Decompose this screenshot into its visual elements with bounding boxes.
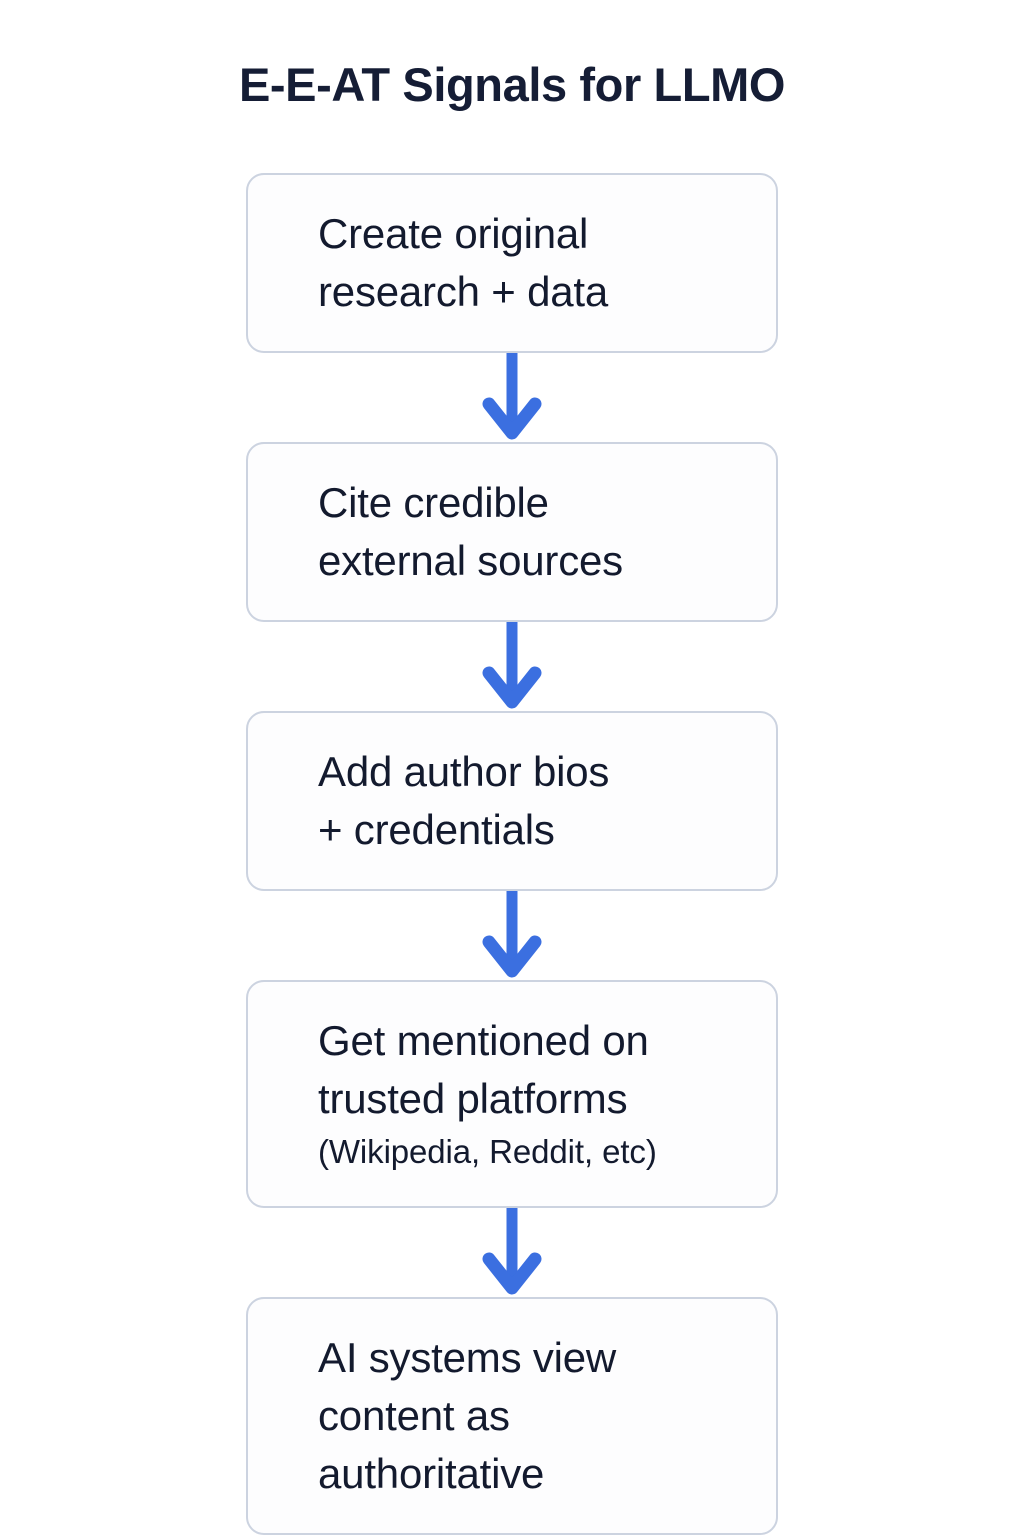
page-title: E-E-AT Signals for LLMO: [238, 58, 786, 111]
flow-node-ai-systems-view-authoritative[interactable]: AI systems view content as authoritative: [246, 1297, 778, 1535]
flow-node-line: authoritative: [318, 1450, 545, 1497]
arrow-down-icon: [482, 622, 542, 709]
flow-node-line: Cite credible: [318, 479, 549, 526]
arrow-down-icon: [482, 353, 542, 440]
flow-node-get-mentioned-trusted-platforms[interactable]: Get mentioned on trusted platforms (Wikipe…: [246, 980, 778, 1208]
flow-node-line: Create original: [318, 210, 589, 257]
flow-node-create-original-research[interactable]: Create original research + data: [246, 173, 778, 353]
flow-node-line: (Wikipedia, Reddit, etc): [318, 1133, 657, 1170]
flow-node-line: Add author bios: [318, 748, 610, 795]
flow-node-line: content as: [318, 1392, 510, 1439]
arrow-down-icon: [482, 1208, 542, 1295]
flow-node-line: external sources: [318, 537, 623, 584]
flow-connector: [246, 353, 778, 442]
flow-node-line: research + data: [318, 268, 609, 315]
flow-connector: [246, 622, 778, 711]
flow-node-add-author-bios[interactable]: Add author bios + credentials: [246, 711, 778, 891]
flow-node-line: trusted platforms: [318, 1075, 628, 1122]
flow-node-line: Get mentioned on: [318, 1017, 649, 1064]
flow-connector: [246, 891, 778, 980]
arrow-down-icon: [482, 891, 542, 978]
flow-node-line: + credentials: [318, 806, 555, 853]
flow-connector: [246, 1208, 778, 1297]
flow-node-cite-credible-sources[interactable]: Cite credible external sources: [246, 442, 778, 622]
flow-node-line: AI systems view: [318, 1334, 617, 1381]
